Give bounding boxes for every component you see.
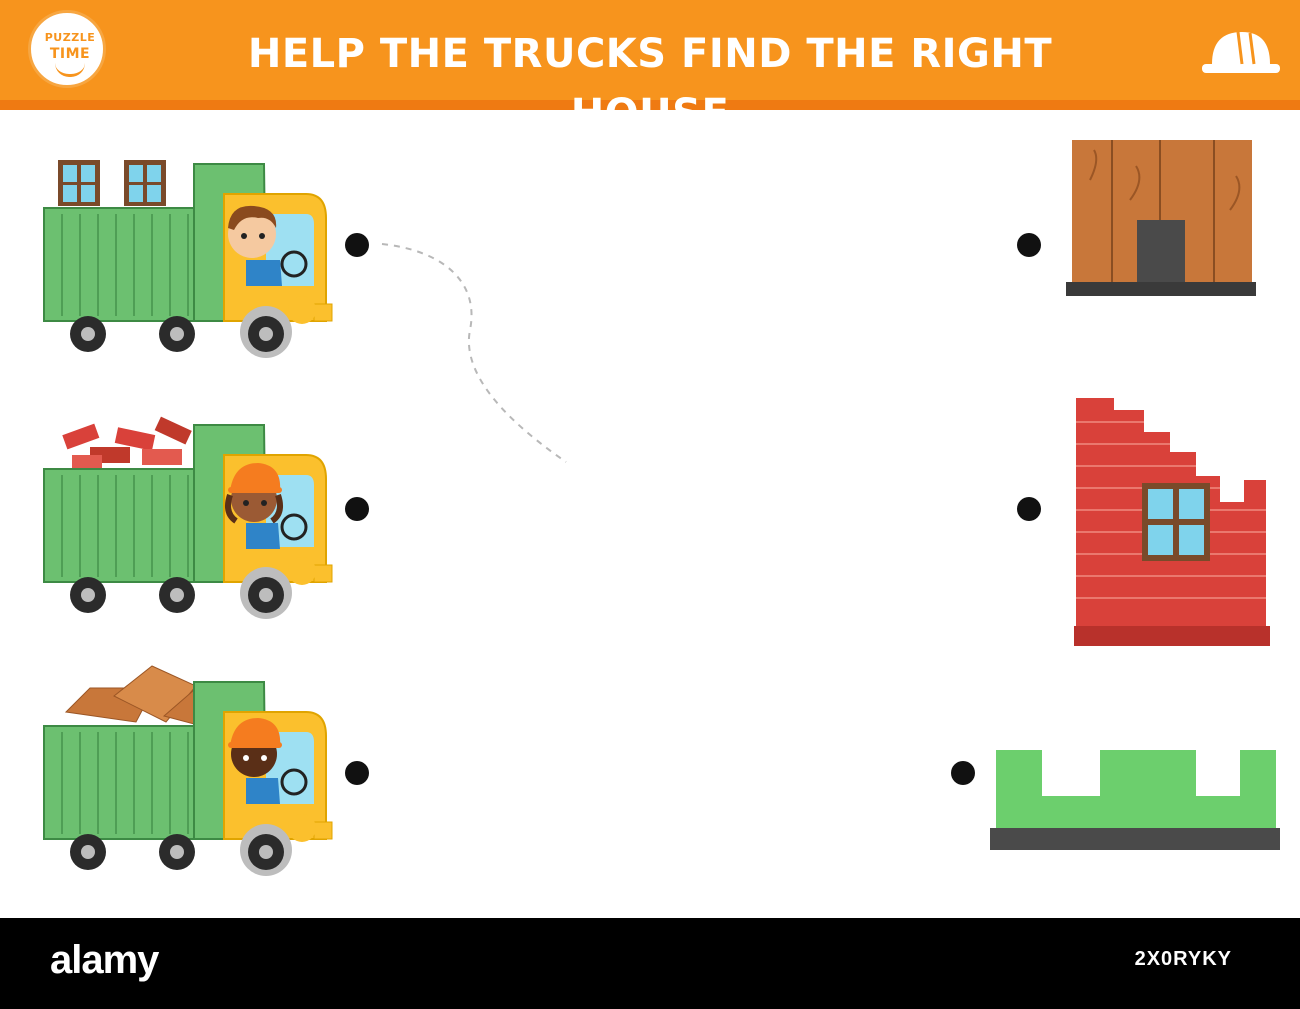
house-foundation — [990, 750, 1280, 850]
header-banner: PUZZLE TIME HELP THE TRUCKS FIND THE RIG… — [0, 0, 1300, 137]
logo-text-top: PUZZLE — [44, 31, 96, 44]
logo-smile-icon — [55, 63, 85, 77]
page-title: HELP THE TRUCKS FIND THE RIGHT HOUSE — [247, 31, 1053, 137]
truck-windows — [43, 160, 333, 359]
driver-curly-boy — [228, 205, 308, 286]
truck-wood-dot[interactable] — [345, 761, 369, 785]
house-wood-dot[interactable] — [1017, 233, 1041, 257]
house-brick-dot[interactable] — [1017, 497, 1041, 521]
alamy-logo: alamy — [50, 938, 159, 982]
truck-bricks — [43, 416, 333, 620]
driver-girl-hardhat — [225, 463, 308, 549]
puzzle-time-logo: PUZZLE TIME — [28, 10, 106, 88]
hard-hat-icon — [1202, 31, 1280, 73]
bricks-cargo-icon — [62, 416, 192, 469]
truck-wood — [43, 665, 333, 877]
logo-text-bottom: TIME — [49, 46, 91, 62]
example-dashed-path — [381, 243, 567, 463]
wood-cargo-icon — [64, 665, 215, 725]
driver-boy-hardhat — [228, 718, 308, 804]
truck-bricks-dot[interactable] — [345, 497, 369, 521]
house-wood — [1066, 140, 1256, 296]
truck-windows-dot[interactable] — [345, 233, 369, 257]
windows-cargo-icon — [58, 160, 166, 206]
house-foundation-dot[interactable] — [951, 761, 975, 785]
header-divider — [0, 100, 1300, 110]
watermark-bar — [0, 918, 1300, 1009]
puzzle-area — [43, 140, 1280, 877]
stock-image-id: 2X0RYKY — [1134, 948, 1232, 970]
house-brick — [1074, 398, 1270, 646]
